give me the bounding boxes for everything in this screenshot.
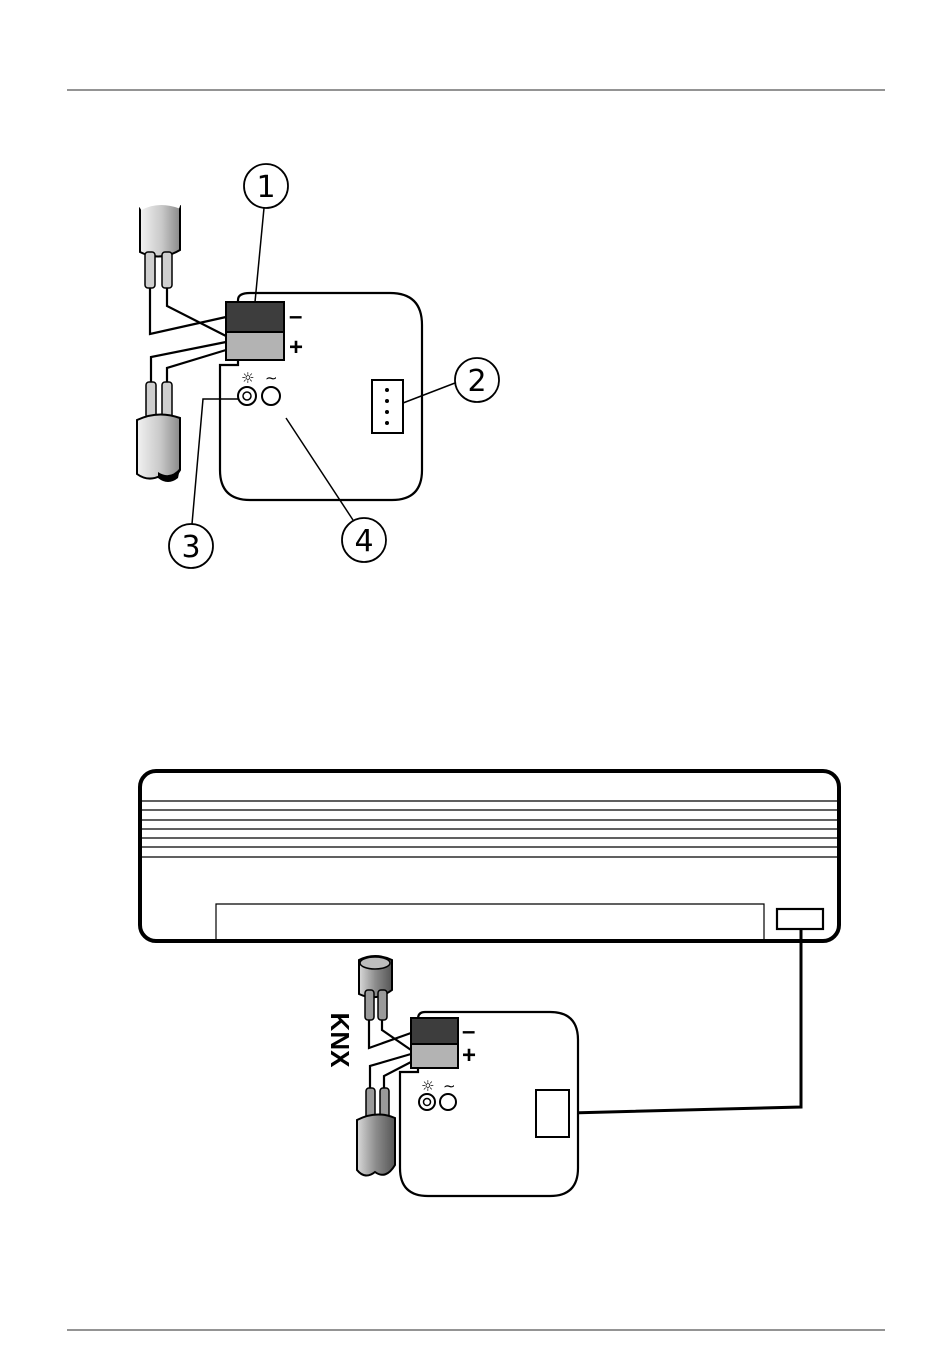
- interface-connector: [372, 380, 403, 433]
- gateway-prog-tilde-icon: ∼: [443, 1077, 456, 1095]
- gateway-programming-button[interactable]: [440, 1094, 456, 1110]
- bus-wires: [150, 288, 226, 382]
- callout-4-label: 4: [354, 524, 373, 559]
- gateway-interface-connector: [536, 1090, 569, 1137]
- gateway-led-sun-icon: ☼: [421, 1077, 434, 1095]
- diagram-1-device-overview: – + ☼ ∼ 1: [137, 164, 499, 568]
- callout-1-label: 1: [256, 170, 275, 205]
- terminal-minus-label: –: [289, 303, 302, 330]
- gateway-terminal-minus-label: –: [462, 1018, 475, 1045]
- ac-interface-port: [777, 909, 823, 929]
- callout-3: 3: [169, 524, 213, 568]
- diagram-2-installation: KNX – +: [140, 771, 839, 1196]
- terminal-plus-label: +: [289, 334, 303, 361]
- programming-button[interactable]: [262, 387, 280, 405]
- knx-cable-upper: [359, 956, 392, 1020]
- prog-tilde-icon: ∼: [265, 369, 278, 387]
- callout-1: 1: [244, 164, 288, 208]
- gateway-connection-cable: [570, 929, 801, 1113]
- led-sun-icon: ☼: [241, 369, 254, 387]
- callout-2: 2: [455, 358, 499, 402]
- knx-bus-label: KNX: [325, 1013, 355, 1069]
- gateway-bus-terminal: – +: [411, 1018, 476, 1069]
- air-conditioner-unit: [140, 771, 839, 941]
- callout-2-label: 2: [467, 364, 486, 399]
- programming-led: [238, 387, 256, 405]
- callout-3-label: 3: [181, 530, 200, 565]
- gateway-terminal-plus-label: +: [462, 1042, 476, 1069]
- gateway-programming-led: [419, 1094, 435, 1110]
- knx-cable-lower: [357, 1088, 395, 1176]
- callout-4: 4: [342, 518, 386, 562]
- bus-cable-upper: [140, 202, 180, 288]
- bus-cable-lower: [137, 382, 180, 482]
